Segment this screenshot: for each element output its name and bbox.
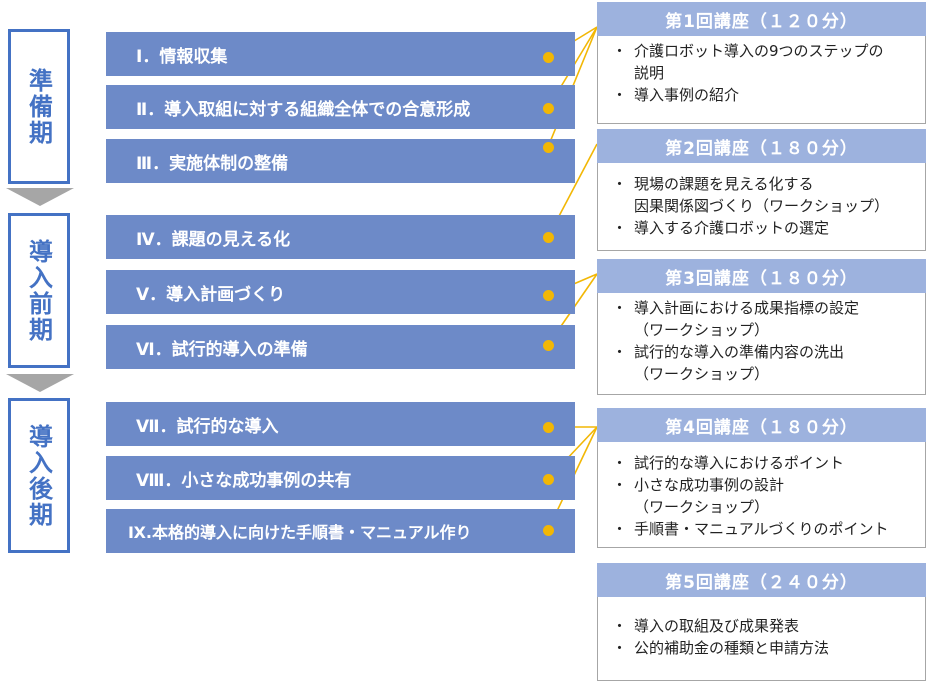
step-1: Ⅰ．情報収集 — [106, 32, 575, 76]
lecture-item: ・導入事例の紹介 — [612, 86, 740, 104]
lecture-body: ・導入の取組及び成果発表 ・公的補助金の種類と申請方法 — [597, 597, 926, 681]
connector-dot — [543, 422, 554, 433]
lecture-1: 第1回講座（１２０分） ・介護ロボット導入の9つのステップの 説明 ・導入事例の… — [597, 2, 926, 124]
phase-pre-introduction: 導入前期 — [8, 213, 70, 368]
step-6: Ⅵ．試行的導入の準備 — [106, 325, 575, 369]
step-3: Ⅲ．実施体制の整備 — [106, 139, 575, 183]
lecture-4: 第4回講座（１８０分） ・試行的な導入におけるポイント ・小さな成功事例の設計 … — [597, 408, 926, 548]
lecture-item: ・導入計画における成果指標の設定 （ワークショップ） — [612, 299, 860, 339]
lecture-body: ・現場の課題を見える化する 因果関係図づくり（ワークショップ） ・導入する介護ロ… — [597, 163, 926, 251]
lecture-item: ・公的補助金の種類と申請方法 — [612, 639, 830, 657]
chevron-down-icon — [6, 188, 74, 206]
connector-dot — [543, 525, 554, 536]
step-label: Ⅳ．課題の見える化 — [136, 229, 291, 250]
lecture-title: 第1回講座（１２０分） — [597, 2, 926, 36]
connector-dot — [543, 474, 554, 485]
phase-label: 準備期 — [24, 67, 53, 146]
step-label: Ⅵ．試行的導入の準備 — [136, 339, 308, 360]
lecture-item: ・介護ロボット導入の9つのステップの 説明 — [612, 42, 884, 82]
phase-preparation: 準備期 — [8, 29, 70, 184]
step-label: Ⅰ．情報収集 — [136, 46, 228, 67]
connector-dot — [543, 52, 554, 63]
phase-label: 導入前期 — [24, 238, 53, 343]
step-label: Ⅸ.本格的導入に向けた手順書・マニュアル作り — [128, 523, 472, 542]
connector-dot — [543, 232, 554, 243]
step-label: Ⅲ．実施体制の整備 — [136, 153, 289, 174]
phase-post-introduction: 導入後期 — [8, 398, 70, 553]
step-2: Ⅱ．導入取組に対する組織全体での合意形成 — [106, 85, 575, 129]
connector-dot — [543, 340, 554, 351]
lecture-title: 第3回講座（１８０分） — [597, 259, 926, 293]
step-9: Ⅸ.本格的導入に向けた手順書・マニュアル作り — [106, 509, 575, 553]
lecture-5: 第5回講座（２４０分） ・導入の取組及び成果発表 ・公的補助金の種類と申請方法 — [597, 563, 926, 681]
lecture-item: ・手順書・マニュアルづくりのポイント — [612, 520, 889, 538]
lecture-2: 第2回講座（１８０分） ・現場の課題を見える化する 因果関係図づくり（ワークショ… — [597, 129, 926, 251]
step-8: Ⅷ．小さな成功事例の共有 — [106, 456, 575, 500]
connector-dot — [543, 103, 554, 114]
lecture-item: ・導入の取組及び成果発表 — [612, 617, 800, 635]
connector-dot — [543, 142, 554, 153]
step-7: Ⅶ．試行的な導入 — [106, 402, 575, 446]
lecture-title: 第4回講座（１８０分） — [597, 408, 926, 442]
step-5: Ⅴ．導入計画づくり — [106, 270, 575, 314]
step-label: Ⅷ．小さな成功事例の共有 — [136, 470, 352, 491]
lecture-title: 第2回講座（１８０分） — [597, 129, 926, 163]
connector-dot — [543, 290, 554, 301]
lecture-body: ・導入計画における成果指標の設定 （ワークショップ） ・試行的な導入の準備内容の… — [597, 293, 926, 395]
step-label: Ⅶ．試行的な導入 — [136, 416, 279, 437]
lecture-body: ・試行的な導入におけるポイント ・小さな成功事例の設計 （ワークショップ） ・手… — [597, 442, 926, 548]
step-4: Ⅳ．課題の見える化 — [106, 215, 575, 259]
lecture-item: ・現場の課題を見える化する 因果関係図づくり（ワークショップ） — [612, 175, 890, 215]
lecture-3: 第3回講座（１８０分） ・導入計画における成果指標の設定 （ワークショップ） ・… — [597, 259, 926, 395]
step-label: Ⅴ．導入計画づくり — [136, 284, 286, 305]
phase-label: 導入後期 — [24, 423, 53, 528]
lecture-item: ・試行的な導入の準備内容の洗出 （ワークショップ） — [612, 343, 845, 383]
lecture-title: 第5回講座（２４０分） — [597, 563, 926, 597]
lecture-item: ・試行的な導入におけるポイント — [612, 454, 845, 472]
lecture-item: ・導入する介護ロボットの選定 — [612, 219, 830, 237]
lecture-body: ・介護ロボット導入の9つのステップの 説明 ・導入事例の紹介 — [597, 36, 926, 124]
lecture-item: ・小さな成功事例の設計 （ワークショップ） — [612, 476, 785, 516]
chevron-down-icon — [6, 374, 74, 392]
step-label: Ⅱ．導入取組に対する組織全体での合意形成 — [136, 99, 471, 120]
